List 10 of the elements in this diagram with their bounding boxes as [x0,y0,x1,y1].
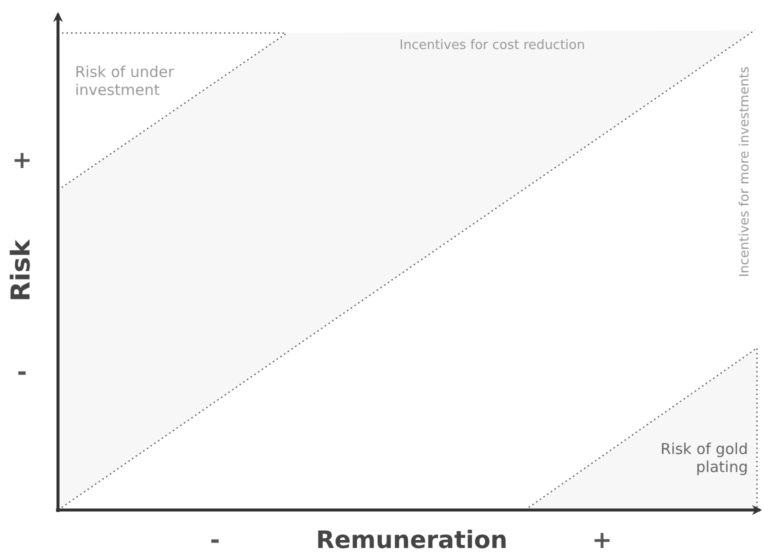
region-label: Risk of under investment [75,63,176,99]
region-label: Incentives for cost reduction [400,38,585,54]
axis-title: Remuneration [316,526,508,553]
region-label: Risk of gold plating [660,440,748,476]
axis-sign: + [592,526,612,553]
region-label: Incentives for more investments [737,66,753,278]
axis-title: Risk [6,239,38,301]
axis-sign: - [17,358,27,387]
axis-sign: - [210,526,220,553]
axis-sign: + [12,146,32,175]
